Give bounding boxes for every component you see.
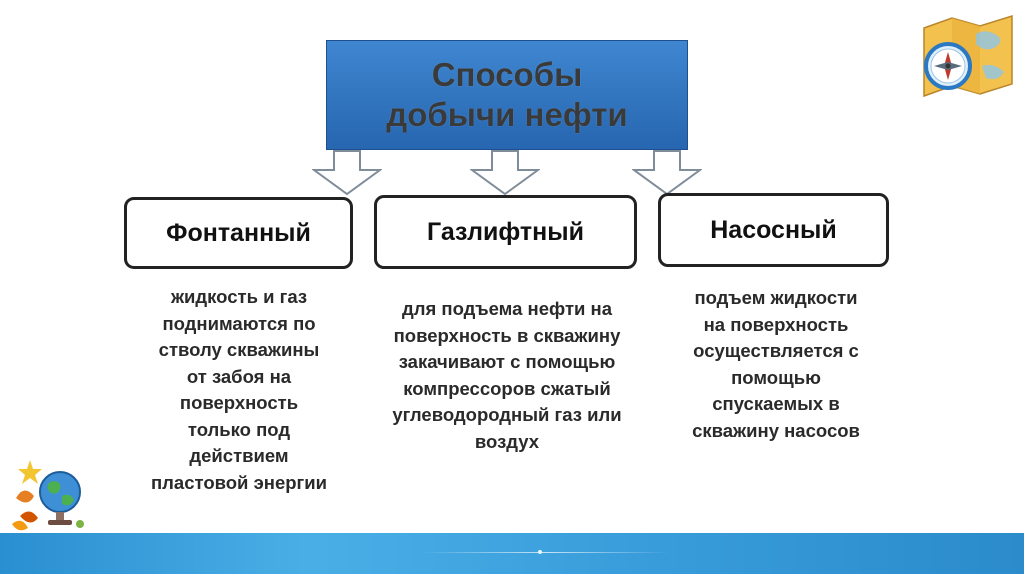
- diagram-title: Способы добычи нефти: [386, 55, 627, 135]
- method-box-gaslift: Газлифтный: [374, 195, 637, 269]
- method-description: подъем жидкости на поверхность осуществл…: [660, 285, 892, 444]
- method-label: Газлифтный: [427, 218, 584, 247]
- arrow-down-icon: [312, 150, 382, 196]
- method-description: жидкость и газ поднимаются по стволу скв…: [110, 284, 368, 496]
- method-label: Насосный: [710, 216, 837, 245]
- method-box-pump: Насосный: [658, 193, 889, 267]
- globe-leaves-icon: [10, 458, 90, 532]
- band-highlight-line: [420, 552, 670, 553]
- arrow-down-icon: [632, 150, 702, 196]
- method-label: Фонтанный: [166, 219, 311, 248]
- method-description: для подъема нефти на поверхность в скваж…: [362, 296, 652, 455]
- title-box: Способы добычи нефти: [326, 40, 688, 150]
- map-compass-icon: [918, 14, 1016, 98]
- arrow-down-icon: [470, 150, 540, 196]
- bottom-decorative-band: [0, 533, 1024, 574]
- method-box-fountain: Фонтанный: [124, 197, 353, 269]
- band-highlight-dot: [538, 550, 542, 554]
